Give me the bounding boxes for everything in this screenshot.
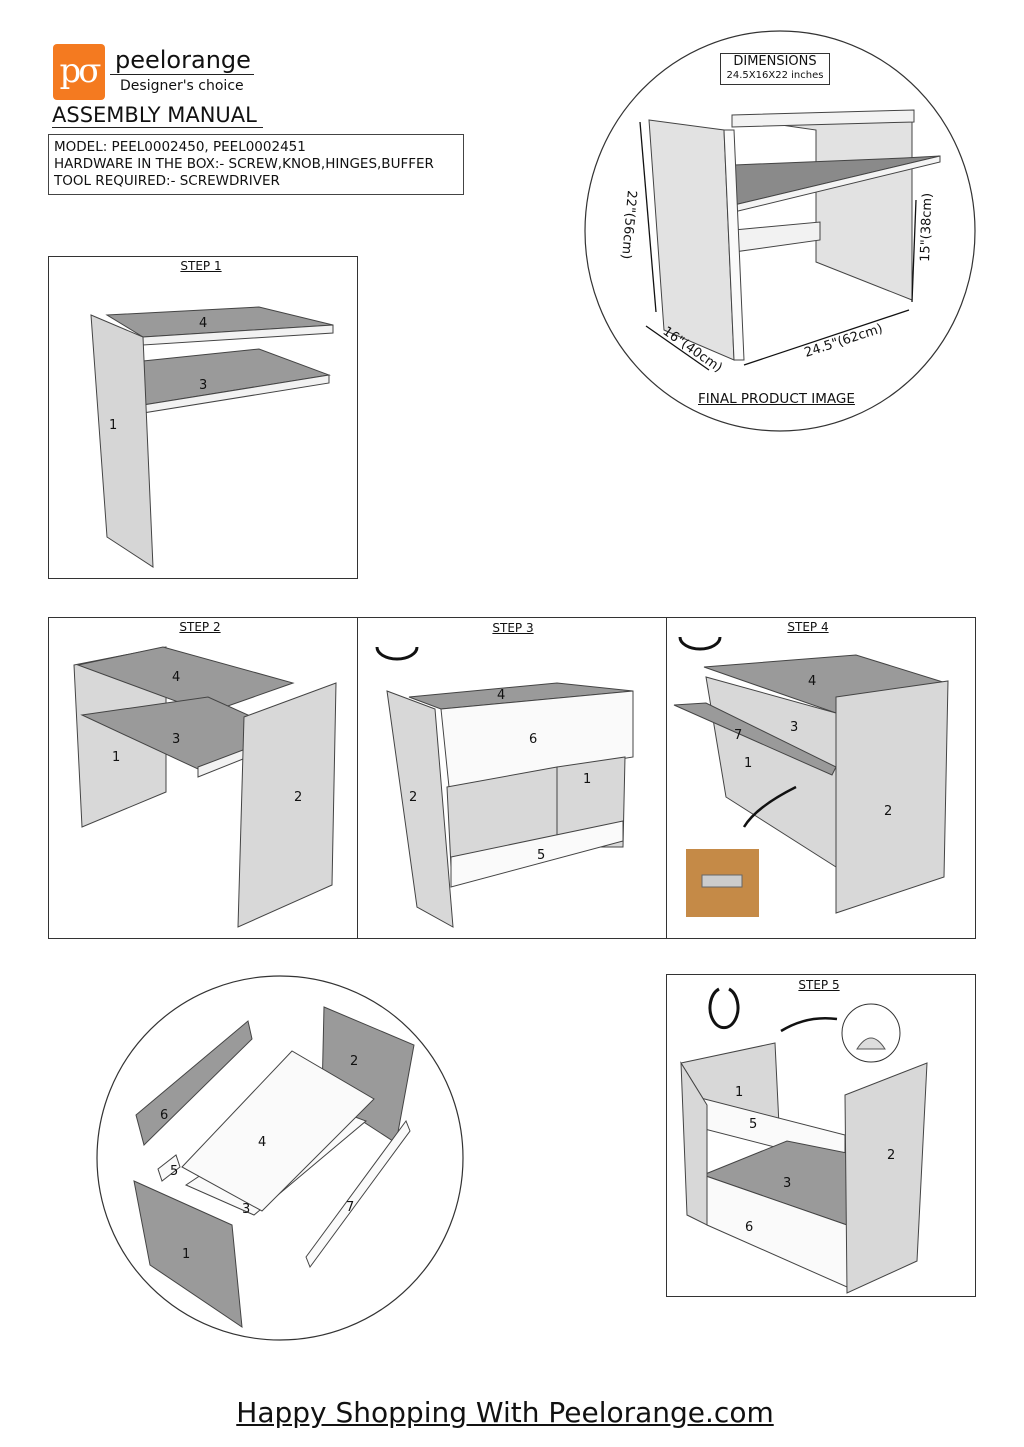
part-label: 3 [783, 1176, 791, 1191]
part-label: 2 [350, 1054, 358, 1069]
part-label: 3 [242, 1202, 250, 1217]
step-1-label: STEP 1 [180, 259, 222, 273]
step-2-panel: STEP 2 4 3 1 2 [48, 617, 357, 939]
part-label: 3 [199, 378, 207, 393]
product-info-box: MODEL: PEEL0002450, PEEL0002451 HARDWARE… [48, 134, 464, 195]
part-label: 6 [529, 732, 537, 747]
tool-line: TOOL REQUIRED:- SCREWDRIVER [54, 173, 280, 189]
step-5-panel: STEP 5 1 5 2 3 6 [666, 974, 976, 1297]
part-label: 6 [160, 1108, 168, 1123]
part-label: 3 [172, 732, 180, 747]
brand-tagline: Designer's choice [120, 78, 244, 94]
part-label: 4 [808, 674, 816, 689]
arrow-icon [780, 1017, 838, 1033]
step-4-label: STEP 4 [787, 620, 829, 634]
part-label: 4 [497, 688, 505, 703]
steps-2-4-row [48, 617, 976, 939]
step-4-panel: STEP 4 4 3 7 1 2 [666, 617, 975, 939]
step-5-label: STEP 5 [798, 978, 840, 992]
part-label: 6 [745, 1220, 753, 1235]
dimensions-title: DIMENSIONS [733, 54, 817, 69]
part-label: 4 [199, 316, 207, 331]
step-2-label: STEP 2 [179, 620, 221, 634]
part-label: 5 [749, 1117, 757, 1132]
part-label: 2 [887, 1148, 895, 1163]
hardware-line: HARDWARE IN THE BOX:- SCREW,KNOB,HINGES,… [54, 156, 434, 172]
height-dimension: 22"(56cm) [618, 190, 639, 260]
divider [357, 617, 358, 939]
part-label: 1 [735, 1085, 743, 1100]
part-label: 7 [734, 728, 742, 743]
part-label: 1 [583, 772, 591, 787]
footer-link[interactable]: Happy Shopping With Peelorange.com [236, 1396, 774, 1429]
peelorange-logo: pσ [53, 44, 105, 100]
part-label: 7 [346, 1200, 354, 1215]
model-line: MODEL: PEEL0002450, PEEL0002451 [54, 139, 306, 155]
part-label: 1 [744, 756, 752, 771]
step-2-diagram: 4 3 1 2 [73, 646, 337, 928]
step-3-label: STEP 3 [492, 621, 534, 635]
part-label: 3 [790, 720, 798, 735]
part-label: 1 [109, 418, 117, 433]
brand-name: peelorange [110, 46, 254, 75]
leg-height-dimension: 15"(38cm) [918, 193, 935, 263]
exploded-view-diagram: 2 6 4 5 3 7 1 [96, 975, 464, 1341]
part-label: 2 [409, 790, 417, 805]
part-label: 1 [112, 750, 120, 765]
step-3-diagram: 4 6 1 2 5 [375, 646, 634, 928]
final-product-caption: FINAL PRODUCT IMAGE [698, 391, 855, 407]
part-label: 2 [884, 804, 892, 819]
rotate-icon [708, 987, 740, 1030]
dimensions-box: DIMENSIONS 24.5X16X22 inches [720, 53, 830, 85]
part-label: 1 [182, 1247, 190, 1262]
buffer-icon [841, 1003, 901, 1063]
step-1-diagram: 4 3 1 [90, 306, 334, 568]
step-5-diagram: 1 5 2 3 6 [680, 987, 928, 1294]
part-label: 4 [172, 670, 180, 685]
step-3-panel: STEP 3 4 6 1 2 5 [357, 617, 666, 939]
page-title: ASSEMBLY MANUAL [52, 103, 263, 128]
arrow-icon [742, 785, 797, 828]
part-label: 2 [294, 790, 302, 805]
dimensions-value: 24.5X16X22 inches [726, 70, 824, 81]
divider [666, 617, 667, 939]
part-label: 5 [537, 848, 545, 863]
part-label: 4 [258, 1135, 266, 1150]
rotate-icon [678, 636, 722, 651]
rotate-icon [375, 646, 419, 661]
final-product-illustration: 22"(56cm) 16"(40cm) 24.5"(62cm) 15"(38cm… [584, 30, 976, 432]
step-4-diagram: 4 3 7 1 2 [673, 636, 949, 917]
part-label: 5 [170, 1164, 178, 1179]
step-1-panel: STEP 1 4 3 1 [48, 256, 358, 579]
